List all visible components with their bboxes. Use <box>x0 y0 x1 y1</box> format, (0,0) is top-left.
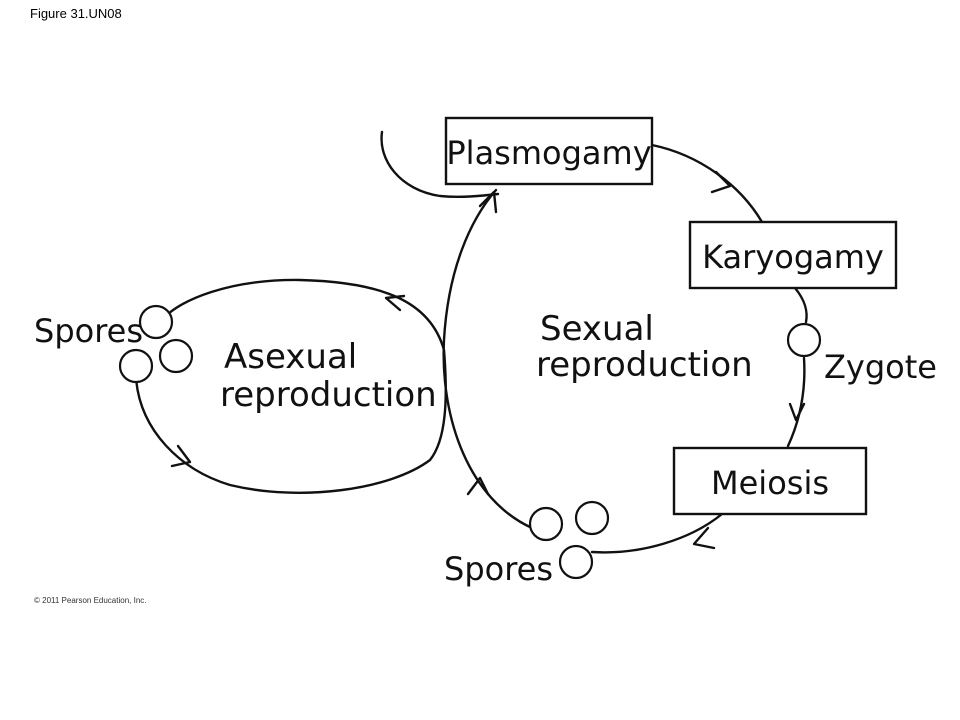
plasmogamy-box <box>444 116 654 186</box>
spore-bottom-2 <box>574 500 610 536</box>
sexual-reproduction-line2: reproduction <box>536 345 753 385</box>
spore-left-3 <box>118 348 154 384</box>
copyright-notice: © 2011 Pearson Education, Inc. <box>34 596 147 605</box>
spore-left-2 <box>158 338 194 374</box>
karyogamy-box <box>688 220 898 290</box>
meiosis-label: Meiosis <box>711 464 829 502</box>
asexual-reproduction-line1: Asexual <box>224 337 357 377</box>
arrowhead-plasmogamy <box>478 190 498 214</box>
spores-left-label: Spores <box>34 312 143 350</box>
asexual-reproduction-line2: reproduction <box>220 375 437 415</box>
arc-plasmogamy-to-karyogamy <box>650 143 764 224</box>
arc-spores-to-plasmogamy <box>442 188 534 530</box>
spore-left-1 <box>138 304 174 340</box>
plasmogamy-label: Plasmogamy <box>446 134 651 172</box>
incoming-arrow-line <box>380 130 500 199</box>
arrowhead-sexual-left <box>466 476 490 496</box>
arrowhead-asexual-bottom <box>170 444 192 468</box>
sexual-reproduction-line1: Sexual <box>540 309 654 349</box>
asexual-loop <box>134 278 447 494</box>
arc-zygote-to-meiosis <box>786 356 806 448</box>
spore-bottom-3 <box>558 544 594 580</box>
spore-bottom-1 <box>528 506 564 542</box>
figure-label: Figure 31.UN08 <box>30 6 122 21</box>
arc-meiosis-to-spores <box>590 512 724 554</box>
karyogamy-label: Karyogamy <box>702 238 884 276</box>
zygote-label: Zygote <box>824 348 937 386</box>
arrowhead-asexual-top <box>384 294 406 312</box>
arrowhead-spores <box>692 526 716 550</box>
arc-karyogamy-to-zygote <box>793 286 808 324</box>
zygote-circle <box>786 322 822 358</box>
arrowhead-karyogamy <box>710 170 732 194</box>
spores-bottom-label: Spores <box>444 550 553 588</box>
arrowhead-meiosis <box>788 402 806 422</box>
meiosis-box <box>672 446 868 516</box>
